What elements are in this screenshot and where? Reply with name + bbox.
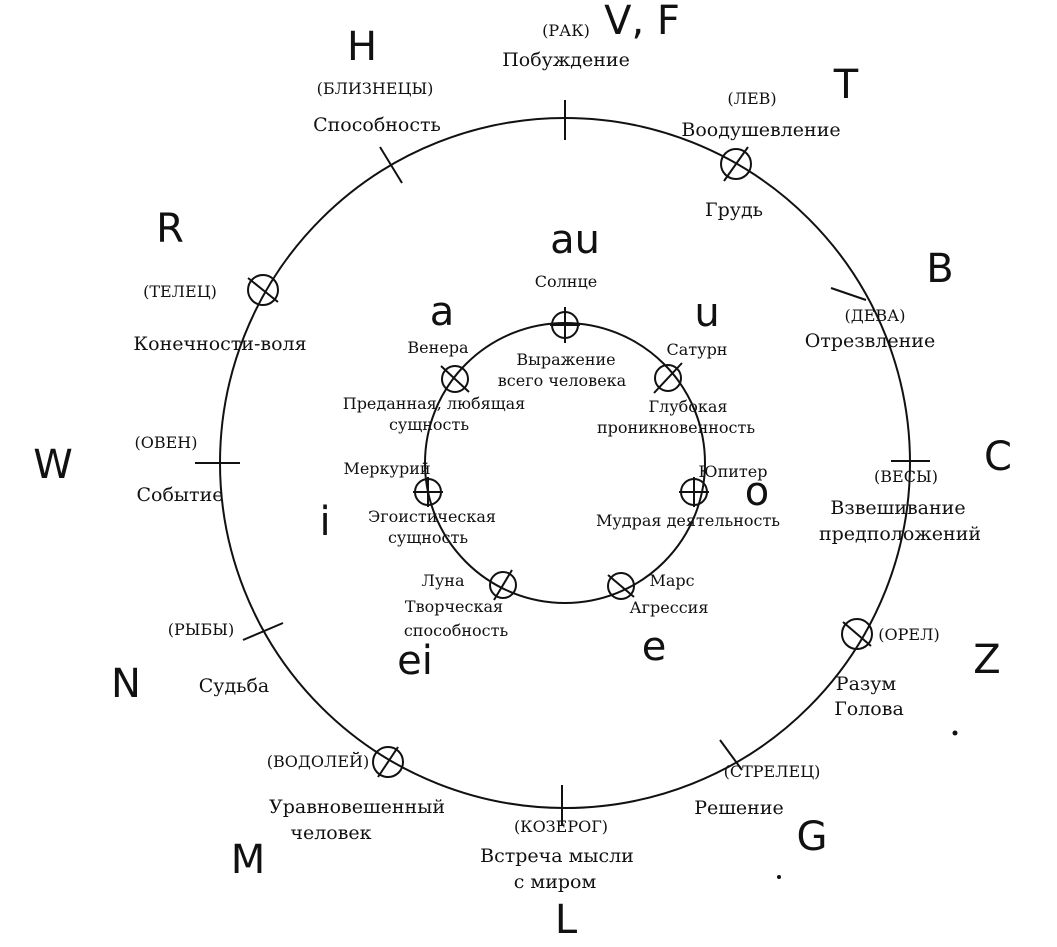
sign-telets: (ТЕЛЕЦ)	[143, 282, 217, 301]
quality-vodoley-2: человек	[290, 822, 371, 844]
hand-m: M	[231, 837, 266, 883]
tick-ryby	[242, 622, 284, 641]
hand-n: N	[111, 661, 141, 707]
hand-w: W	[33, 442, 73, 488]
planet-merkuriy: Меркурий	[343, 459, 430, 478]
quality-ryby: Судьба	[199, 675, 270, 697]
sign-strelets: (СТРЕЛЕЦ)	[724, 762, 821, 781]
body-lev: Грудь	[705, 199, 763, 221]
desc-venera-1: Преданная, любящая	[343, 394, 526, 413]
quality-vesy-2: предположений	[819, 523, 981, 545]
sign-bliznetsy: (БЛИЗНЕЦЫ)	[317, 79, 434, 98]
quality-vesy-1: Взвешивание	[830, 497, 965, 519]
tick-strelets	[719, 739, 743, 771]
planet-yupiter: Юпитер	[699, 462, 768, 481]
quality-vodoley-1: Уравновешенный	[269, 796, 445, 818]
sign-orel: (ОРЕЛ)	[878, 625, 939, 644]
marker-merkuriy	[413, 477, 443, 507]
marker-luna	[489, 569, 517, 601]
desc-venera-2: сущность	[389, 415, 469, 434]
marker-orel	[841, 618, 873, 650]
hand-h: H	[347, 24, 377, 70]
hand-ei: ei	[397, 638, 433, 684]
quality-telets: Конечности-воля	[133, 333, 306, 355]
hand-o: o	[745, 469, 769, 515]
quality-oven: Событие	[137, 484, 224, 506]
quality-kozerog-1: Встреча мысли	[480, 845, 634, 867]
marker-saturn	[653, 362, 683, 394]
sign-vodoley: (ВОДОЛЕЙ)	[267, 751, 369, 771]
speck	[777, 875, 781, 879]
sign-kozerog: (КОЗЕРОГ)	[514, 817, 608, 836]
planet-venera: Венера	[407, 338, 469, 357]
speck	[952, 730, 958, 736]
desc-solntse-2: всего человека	[498, 371, 627, 390]
marker-telets	[247, 274, 279, 306]
hand-e: e	[642, 624, 667, 670]
hand-g: G	[797, 814, 828, 860]
hand-a: a	[430, 289, 455, 335]
desc-luna-2: способность	[404, 621, 509, 640]
hand-t: T	[833, 62, 859, 108]
hand-r: R	[156, 206, 184, 252]
planet-mars: Марс	[649, 571, 694, 590]
marker-lev	[720, 146, 752, 182]
marker-yupiter	[679, 477, 709, 507]
desc-saturn-1: Глубокая	[648, 397, 727, 416]
sign-ryby: (РЫБЫ)	[168, 620, 235, 639]
marker-mars	[607, 572, 635, 600]
quality-lev: Воодушевление	[681, 119, 840, 141]
hand-b: B	[926, 246, 953, 292]
hand-vf: V, F	[604, 0, 680, 44]
hand-i: i	[319, 499, 330, 545]
hand-u: u	[694, 290, 719, 336]
planet-luna: Луна	[422, 571, 465, 590]
desc-saturn-2: проникновенность	[597, 418, 755, 437]
planet-solntse: Солнце	[535, 272, 597, 291]
tick-deva	[830, 287, 867, 301]
hand-au: au	[550, 217, 600, 263]
marker-venera	[440, 365, 470, 393]
sign-oven: (ОВЕН)	[135, 433, 198, 452]
sign-lev: (ЛЕВ)	[727, 89, 776, 108]
hand-c: C	[984, 434, 1012, 480]
desc-merkuriy-2: сущность	[388, 528, 468, 547]
desc-mars: Агрессия	[630, 598, 709, 617]
desc-luna-1: Творческая	[405, 597, 503, 616]
desc-solntse-1: Выражение	[516, 350, 615, 369]
quality-kozerog-2: с миром	[514, 871, 597, 893]
marker-vodoley	[372, 746, 404, 778]
quality-orel: Разум	[836, 673, 897, 695]
tick-bliznetsy	[379, 146, 403, 184]
desc-yupiter: Мудрая деятельность	[596, 511, 780, 530]
marker-solntse	[550, 307, 580, 343]
quality-bliznetsy: Способность	[313, 114, 441, 136]
hand-z: Z	[973, 637, 1000, 683]
sign-deva: (ДЕВА)	[844, 306, 905, 325]
sign-rak: (РАК)	[542, 21, 590, 40]
desc-merkuriy-1: Эгоистическая	[368, 507, 496, 526]
sign-vesy: (ВЕСЫ)	[874, 467, 938, 486]
quality-strelets: Решение	[694, 797, 784, 819]
quality-deva: Отрезвление	[805, 330, 935, 352]
hand-l: L	[555, 897, 578, 943]
quality-rak: Побуждение	[502, 49, 630, 71]
body-orel: Голова	[834, 698, 904, 720]
planet-saturn: Сатурн	[667, 340, 728, 359]
